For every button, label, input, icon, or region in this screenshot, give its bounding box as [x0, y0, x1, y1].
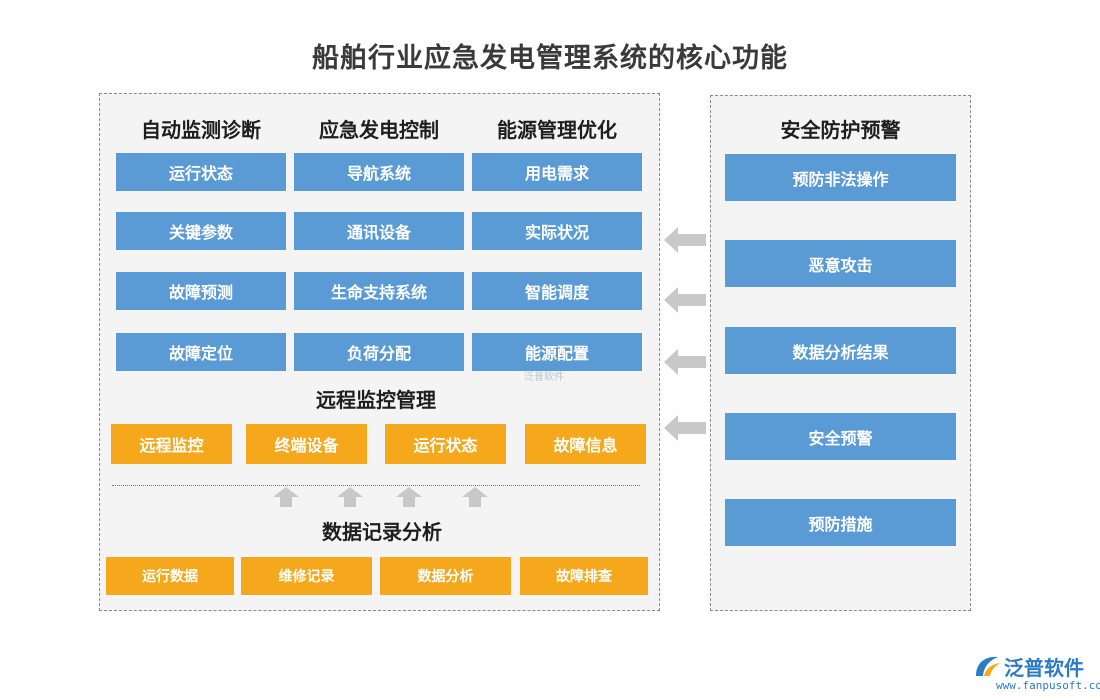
item-fault-troubleshooting: 故障排查	[520, 557, 648, 595]
item-terminal-device: 终端设备	[246, 424, 367, 464]
up-arrow-icon	[273, 487, 299, 507]
item-preventive-measures: 预防措施	[725, 499, 956, 546]
item-malicious-attack: 恶意攻击	[725, 240, 956, 287]
item-remote-running-status: 运行状态	[385, 424, 506, 464]
item-prevent-illegal-operation: 预防非法操作	[725, 154, 956, 201]
heading-energy-management: 能源管理优化	[497, 118, 617, 142]
heading-safety-warning: 安全防护预警	[780, 118, 901, 142]
item-running-data: 运行数据	[106, 557, 234, 595]
item-running-status: 运行状态	[116, 153, 286, 191]
left-arrow-icon	[664, 349, 706, 375]
fanpu-logo-icon	[976, 656, 1000, 676]
item-navigation-system: 导航系统	[294, 153, 464, 191]
heading-auto-monitoring: 自动监测诊断	[141, 118, 261, 142]
item-fault-location: 故障定位	[116, 333, 286, 371]
heading-power-control: 应急发电控制	[319, 118, 439, 142]
page-title: 船舶行业应急发电管理系统的核心功能	[312, 43, 788, 74]
up-arrow-icon	[337, 487, 363, 507]
item-data-analysis: 数据分析	[380, 557, 511, 595]
heading-data-records: 数据记录分析	[322, 520, 442, 544]
logo-url: www.fanpusoft.com	[996, 679, 1100, 692]
item-fault-prediction: 故障预测	[116, 272, 286, 310]
item-load-distribution: 负荷分配	[294, 333, 464, 371]
item-maintenance-records: 维修记录	[241, 557, 372, 595]
item-actual-condition: 实际状况	[472, 212, 642, 250]
item-data-analysis-results: 数据分析结果	[725, 327, 956, 374]
item-energy-allocation: 能源配置	[472, 333, 642, 371]
up-arrow-icon	[462, 487, 488, 507]
up-arrow-icon	[396, 487, 422, 507]
item-communication-equipment: 通讯设备	[294, 212, 464, 250]
left-arrow-icon	[664, 415, 706, 441]
logo-name: 泛普软件	[1004, 656, 1084, 680]
watermark: 泛普软件	[524, 372, 564, 383]
left-arrow-icon	[664, 287, 706, 313]
item-power-demand: 用电需求	[472, 153, 642, 191]
item-key-parameters: 关键参数	[116, 212, 286, 250]
heading-remote-monitoring: 远程监控管理	[316, 388, 436, 412]
item-fault-information: 故障信息	[525, 424, 646, 464]
item-life-support-system: 生命支持系统	[294, 272, 464, 310]
item-safety-alert: 安全预警	[725, 413, 956, 460]
left-arrow-icon	[664, 227, 706, 253]
item-smart-scheduling: 智能调度	[472, 272, 642, 310]
item-remote-monitor: 远程监控	[111, 424, 232, 464]
section-divider	[112, 485, 640, 486]
